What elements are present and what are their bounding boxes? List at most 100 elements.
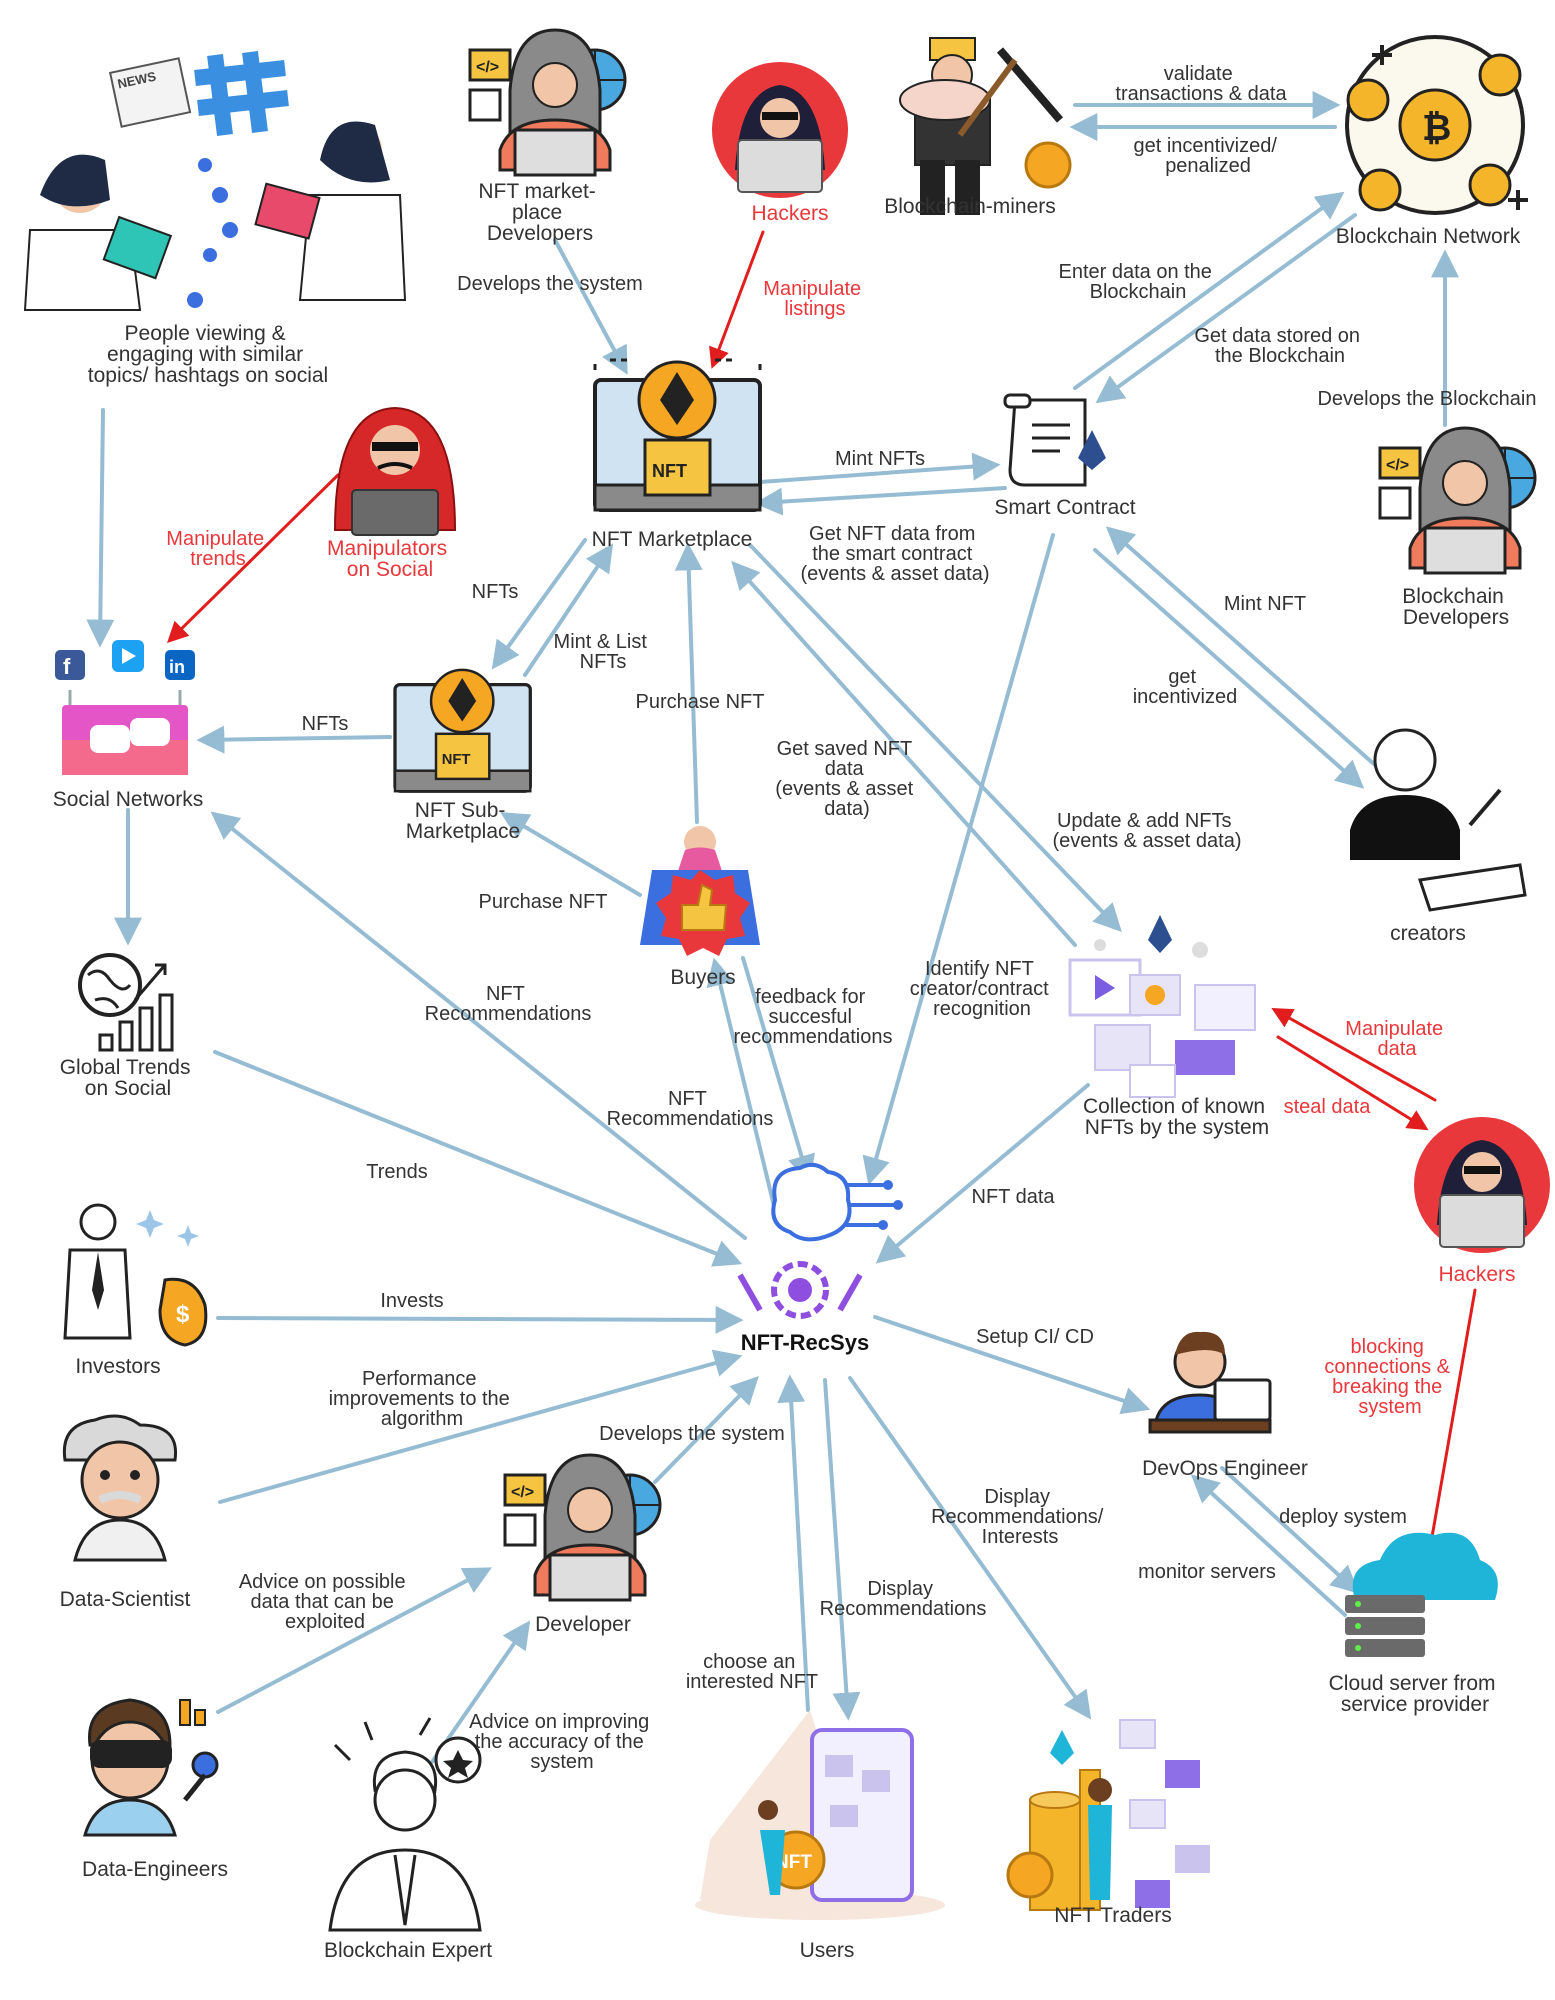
edge-label-get-incentivized-creators: get incentivized [1133,666,1238,708]
developer-hooded-icon: </> [1378,426,1537,575]
label-users: Users [800,1939,855,1962]
arrow-feedback-recsys [741,956,816,1184]
label-social-networks: Social Networks [53,788,204,811]
bitcoin-network-icon: ₿ [1345,35,1528,215]
scientist-icon [62,1414,178,1562]
svg-text:NFT: NFT [652,461,687,481]
label-creators: creators [1390,922,1466,945]
investor-money-bag-icon: $ [63,1203,208,1347]
attack-manipulate-trends [167,473,340,643]
arrow-update-add-nfts [748,543,1122,933]
edge-label-performance: Performance improvements to the algorith… [329,1368,516,1430]
nft-marketplace-icon: NFT [593,358,762,512]
svg-text:NFT: NFT [775,1852,812,1873]
expert-lightbulb-icon [328,1717,482,1932]
devops-laptop-icon [1148,1331,1272,1434]
edge-label-develops-system-top: Develops the system [457,273,643,295]
arrow-develops-system-recsys [653,1376,759,1484]
label-data-engineers: Data-Engineers [82,1858,228,1881]
arrow-identify-creator [862,533,1055,1186]
label-investors: Investors [75,1355,160,1378]
label-nft-marketplace: NFT Marketplace [592,528,753,551]
arrow-enter-data-blockchain [1073,191,1345,390]
edge-label-recommendations-social: NFT Recommendations [425,983,592,1025]
edge-label-mint-nfts: Mint NFTs [835,448,925,470]
label-hackers-right: Hackers [1438,1263,1515,1286]
label-cloud-server: Cloud server from service provider [1329,1672,1502,1716]
label-hackers-top: Hackers [751,202,828,225]
edge-label-get-nft-data: Get NFT data from the smart contract (ev… [801,523,990,585]
label-nft-sub-marketplace: NFT Sub- Marketplace [406,799,520,843]
arrow-get-saved-nft-data [731,560,1077,947]
ai-brain-gear-icon [737,1162,903,1319]
data-engineer-vr-icon [83,1698,219,1837]
social-networks-icon: f in [55,640,195,775]
arrow-buyers-purchase-market [674,542,703,824]
arrow-recommendations-buyers [706,957,777,1212]
arrow-setup-cicd [873,1315,1151,1415]
edge-label-develops-system-bottom: Develops the system [599,1423,785,1445]
edge-label-monitor-servers: monitor servers [1138,1561,1276,1583]
node-icons: NEWS </> [23,28,1550,1932]
arrow-deploy-system [1190,1474,1347,1617]
label-data-scientist: Data-Scientist [60,1588,191,1611]
arrow-nft-recommendations-social [210,811,747,1240]
label-nft-market-developers: NFT market- place Developers [478,180,601,245]
arrow-monitor-servers [1220,1466,1360,1594]
edge-label-display-users: Display Recommendations [820,1578,987,1620]
attack-steal-data [1276,1035,1429,1131]
svg-text:f: f [63,654,71,679]
label-devops-engineer: DevOps Engineer [1142,1457,1308,1480]
edge-label-purchase-sub: Purchase NFT [479,891,608,913]
edge-label-advice-accuracy: Advice on improving the accuracy of the … [469,1711,655,1773]
label-buyers: Buyers [670,966,735,989]
edge-label-choose-nft: choose an interested NFT [686,1651,818,1693]
arrow-trends [213,1050,743,1267]
edge-label-enter-data: Enter data on the Blockchain [1058,261,1217,303]
edge-label-purchase-market: Purchase NFT [636,691,765,713]
arrow-mint-list-nfts [523,543,614,677]
label-blockchain-network: Blockchain Network [1336,225,1521,248]
thumbs-up-buyer-icon [640,826,760,956]
arrow-display-recommendations-users [823,1378,861,1721]
label-manipulators: Manipulators on Social [327,537,453,581]
edge-label-manipulate-data: Manipulate data [1345,1018,1448,1060]
edge-label-incentivized: get incentivized/ penalized [1134,135,1283,177]
edge-label-deploy-system: deploy system [1279,1506,1407,1528]
artist-drawing-icon [1350,728,1527,912]
label-blockchain-miners: Blockchain-miners [884,195,1056,218]
label-nft-recsys: NFT-RecSys [741,1330,869,1355]
edge-label-manipulate-trends: Manipulate trends [166,528,269,570]
developer-hooded-icon: </> [468,28,627,177]
globe-trend-chart-icon [78,953,174,1052]
svg-text:</>: </> [511,1484,534,1501]
edge-label-manipulate-listings: Manipulate listings [763,278,866,320]
edge-label-validate: validate transactions & data [1115,63,1287,105]
hacker-icon [712,62,848,198]
arrow-advice-data [216,1567,492,1714]
edge-label-setup-cicd: Setup CI/ CD [976,1326,1094,1348]
label-smart-contract: Smart Contract [994,496,1135,519]
svg-text:NFT: NFT [442,752,471,768]
edge-label-recommendations-buyers: NFT Recommendations [607,1088,774,1130]
arrow-mint-nft-creators [1105,526,1377,767]
svg-text:</>: </> [1386,457,1409,474]
edge-label-identify-creator: Identify NFT creator/contract recognitio… [910,958,1055,1020]
arrow-nfts-to-sub [491,538,587,670]
edge-label-get-data-stored: Get data stored on the Blockchain [1194,325,1365,367]
edge-label-mint-nft-creators: Mint NFT [1224,593,1306,615]
arrow-choose-nft [777,1374,810,1712]
svg-text:₿: ₿ [1422,107,1451,148]
arrow-get-incentivized-creators [1093,548,1365,789]
label-global-trends: Global Trends on Social [60,1056,197,1100]
miner-pickaxe-icon [899,37,1072,215]
edge-label-get-saved-nft: Get saved NFT data (events & asset data) [775,738,918,820]
edge-label-mint-list: Mint & List NFTs [554,631,653,673]
arrow-mint-nfts [758,452,1001,484]
node-labels: People viewing & engaging with similar t… [53,180,1521,1962]
edge-label-nfts-sub: NFTs [472,581,519,603]
trader-coins-icon [1006,1719,1210,1911]
label-developer: Developer [535,1613,631,1636]
arrow-nfts-to-social [196,725,392,754]
